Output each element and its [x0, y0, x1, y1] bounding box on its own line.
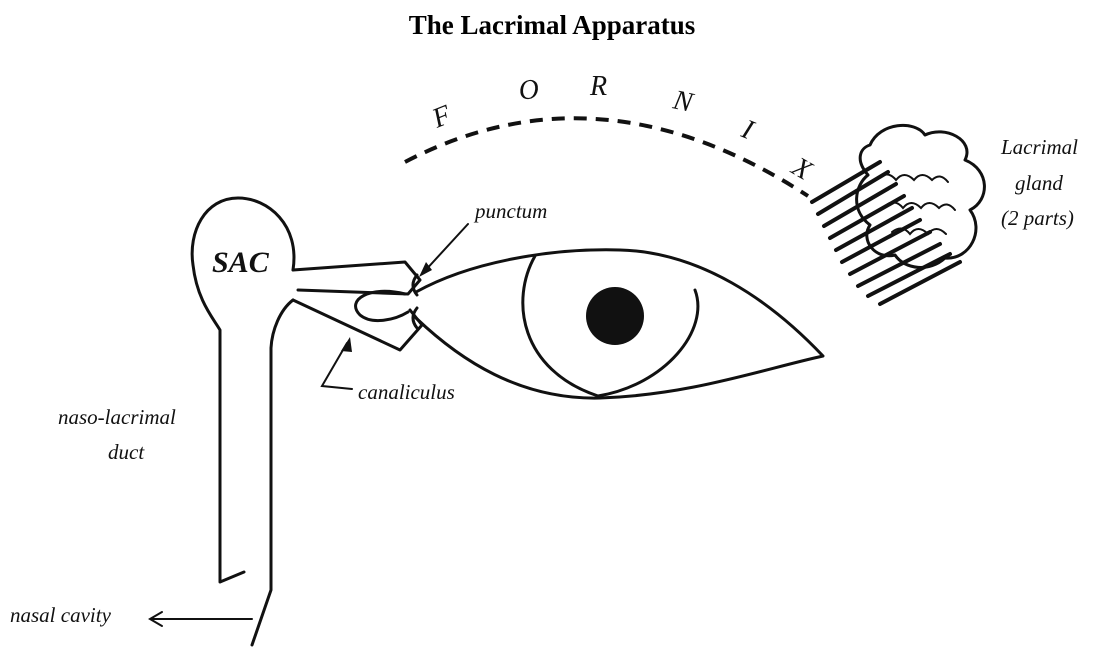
fornix-letter-x: X — [786, 151, 818, 187]
lacrimal-gland-label-line2: gland — [1015, 171, 1063, 195]
sac-label: SAC — [212, 246, 270, 279]
punctum-arrow — [423, 224, 468, 273]
pupil — [586, 287, 644, 345]
canaliculus-inner-loop — [356, 291, 408, 320]
canaliculus-label: canaliculus — [358, 380, 455, 404]
naso-lacrimal-label-line1: naso-lacrimal — [58, 405, 176, 429]
fornix-letter-n: N — [670, 84, 697, 119]
naso-lacrimal-label-line2: duct — [108, 440, 145, 464]
fornix-letter-i: I — [736, 113, 759, 146]
lacrimal-gland-ducts — [812, 162, 960, 304]
naso-lacrimal-duct-right-wall — [252, 300, 293, 645]
upper-canaliculus — [293, 262, 420, 294]
canaliculus-arrowhead — [341, 337, 352, 352]
nasal-cavity-label: nasal cavity — [10, 603, 112, 627]
lacrimal-gland-label-line3: (2 parts) — [1001, 206, 1074, 230]
lower-canaliculus — [293, 300, 422, 350]
fornix-letter-r: R — [589, 71, 607, 102]
fornix-letter-f: F — [427, 99, 456, 135]
lacrimal-gland-label-line1: Lacrimal — [1000, 135, 1078, 159]
lacrimal-gland-lobules — [878, 174, 955, 234]
punctum-label: punctum — [473, 199, 547, 223]
fornix-letter-o: O — [517, 73, 541, 107]
